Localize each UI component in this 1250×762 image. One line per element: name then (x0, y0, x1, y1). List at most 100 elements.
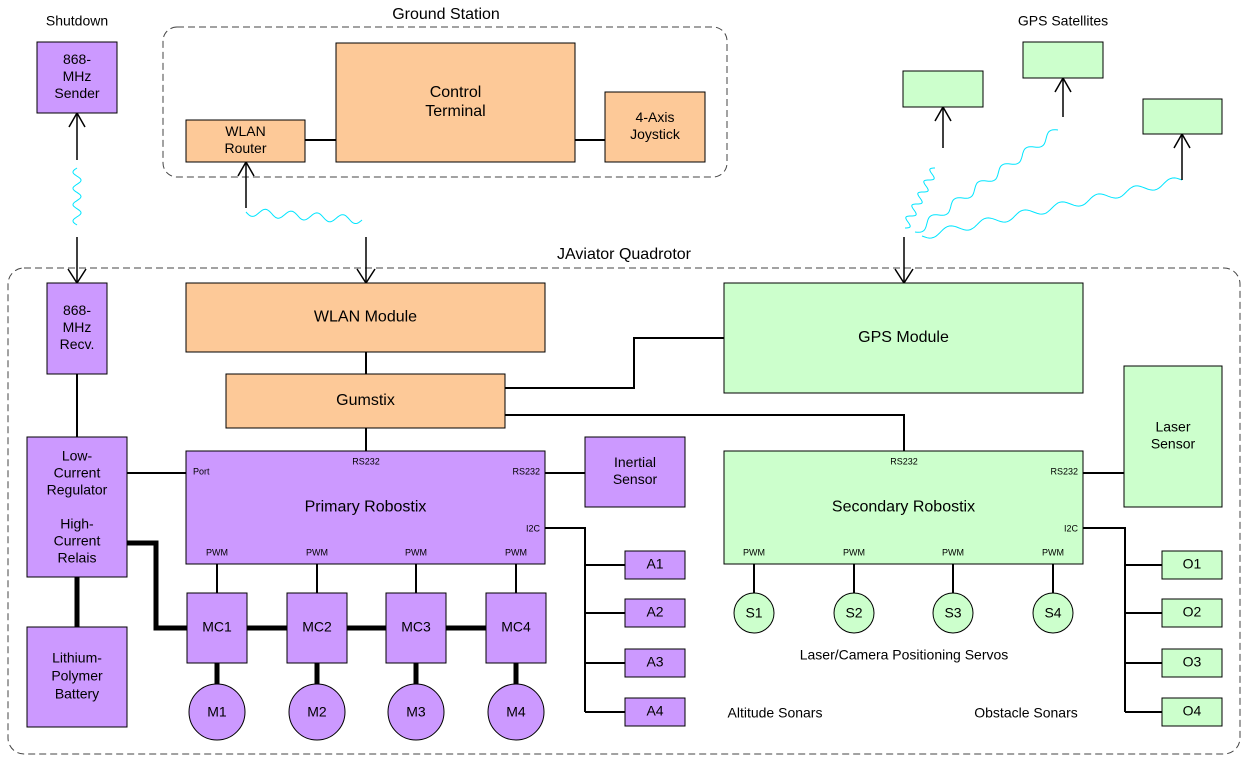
relais-label-line-2: Current (54, 533, 101, 549)
satellite-box-2 (1022, 41, 1104, 79)
secondary-robostix-box (723, 450, 1084, 565)
altitude-sonars-caption: Altitude Sonars (728, 705, 823, 721)
receiver-box (46, 282, 108, 375)
battery-box (26, 626, 128, 728)
primary-pwm-label-3: PWM (405, 547, 427, 557)
altitude-sonar-4 (624, 697, 686, 727)
wlan-router-box-label-line-1: WLAN (225, 123, 265, 139)
relais-label-line-3: Relais (58, 550, 97, 566)
primary-port-label: Port (193, 466, 210, 476)
motor-label-3: M3 (406, 704, 426, 720)
radio-wave-wlan (245, 208, 363, 224)
inertial-sensor-box-label-line-1: Inertial (614, 454, 656, 470)
control-terminal-box-label-line-2: Terminal (425, 103, 485, 120)
sender-antenna (68, 111, 86, 160)
battery-box-label-line-2: Polymer (51, 668, 103, 684)
motor-controller-2 (286, 592, 348, 664)
sender-box (36, 41, 118, 114)
servo-label-2: S2 (845, 605, 862, 621)
laser-sensor-box-label-line-1: Laser (1155, 419, 1190, 435)
altitude-sonar-2 (624, 598, 686, 628)
motor-label-4: M4 (506, 704, 526, 720)
primary-robostix-box (185, 450, 546, 565)
secondary-i2c-label: I2C (1064, 523, 1079, 533)
gps-module-box-label-line-1: GPS Module (858, 329, 949, 346)
secondary-pwm-label-4: PWM (1042, 547, 1064, 557)
motor-3 (387, 683, 445, 741)
satellite-antenna-3 (1173, 132, 1191, 180)
altitude-sonar-1-label-line-1: A1 (646, 556, 663, 572)
sender-box-label-line-2: MHz (63, 68, 92, 84)
ground-station-title: Ground Station (392, 6, 500, 23)
primary-rs232-top-label: RS232 (352, 456, 380, 466)
control-terminal-box (335, 42, 576, 163)
wlan-module-antenna (356, 237, 376, 285)
obstacle-sonar-3 (1161, 648, 1223, 678)
servo-label-1: S1 (745, 605, 762, 621)
wlan-module-box-label-line-1: WLAN Module (314, 309, 417, 326)
wlan-router-box (185, 119, 306, 163)
regulator-label-line-3: Regulator (47, 482, 108, 498)
laser-sensor-box (1123, 365, 1223, 508)
obstacle-sonar-4 (1161, 697, 1223, 727)
joystick-box-label-line-2: Joystick (630, 126, 681, 142)
primary-pwm-label-4: PWM (505, 547, 527, 557)
joystick-box-label-line-1: 4-Axis (636, 109, 675, 125)
quadrotor-title: JAviator Quadrotor (557, 246, 692, 263)
secondary-rs232-right-label: RS232 (1050, 466, 1078, 476)
altitude-sonar-1 (624, 550, 686, 580)
satellite-box-1 (902, 70, 984, 108)
joystick-box (604, 91, 706, 163)
gumstix-secondary-line (505, 414, 905, 451)
receiver-antenna (67, 237, 87, 285)
regulator-label-line-1: Low- (62, 448, 93, 464)
ground-station-group (162, 26, 728, 178)
primary-robostix-box-label-line-1: Primary Robostix (305, 499, 427, 516)
motor-controller-2-label-line-1: MC2 (302, 619, 332, 635)
power-bus-line (127, 540, 187, 631)
motor-label-2: M2 (307, 704, 327, 720)
quadrotor-group (7, 267, 1241, 755)
laser-sensor-box-label-line-2: Sensor (1151, 436, 1196, 452)
receiver-box-label-line-3: Recv. (60, 336, 95, 352)
satellite-antenna-1 (934, 105, 952, 148)
sender-box-label-line-1: 868- (63, 51, 91, 67)
motor-1 (188, 683, 246, 741)
obstacle-sonar-4-label-line-1: O4 (1183, 703, 1202, 719)
gps-module-box (723, 282, 1084, 394)
wlan-module-box (185, 282, 546, 353)
receiver-box-label-line-2: MHz (63, 319, 92, 335)
obstacle-sonar-1 (1161, 550, 1223, 580)
servo-label-4: S4 (1044, 605, 1061, 621)
battery-box-label-line-3: Battery (55, 686, 99, 702)
motor-controller-3-label-line-1: MC3 (401, 619, 431, 635)
gps-module-antenna (894, 237, 914, 285)
secondary-pwm-label-2: PWM (843, 547, 865, 557)
radio-wave-gps-1 (905, 167, 935, 229)
motor-label-1: M1 (207, 704, 227, 720)
obstacle-sonar-3-label-line-1: O3 (1183, 654, 1202, 670)
gumstix-gps-line (505, 337, 724, 389)
receiver-box-label-line-1: 868- (63, 302, 91, 318)
secondary-rs232-top-label: RS232 (890, 456, 918, 466)
relais-label-line-1: High- (60, 516, 94, 532)
motor-4 (487, 683, 545, 741)
motor-controller-1 (186, 592, 248, 664)
regulator-box (26, 436, 128, 578)
obstacle-sonar-1-label-line-1: O1 (1183, 556, 1202, 572)
altitude-sonar-4-label-line-1: A4 (646, 703, 663, 719)
satellite-box-3 (1142, 98, 1223, 135)
wlan-router-box-label-line-2: Router (224, 140, 266, 156)
motor-controller-4 (485, 592, 547, 664)
regulator-label-line-2: Current (54, 465, 101, 481)
obstacle-sonars-caption: Obstacle Sonars (974, 705, 1078, 721)
servo-3 (932, 592, 974, 634)
secondary-pwm-label-3: PWM (942, 547, 964, 557)
shutdown-label: Shutdown (46, 13, 108, 29)
inertial-sensor-box-label-line-2: Sensor (613, 471, 658, 487)
primary-pwm-label-1: PWM (206, 547, 228, 557)
primary-pwm-label-2: PWM (306, 547, 328, 557)
altitude-sonar-3 (624, 648, 686, 678)
obstacle-sonar-2 (1161, 598, 1223, 628)
